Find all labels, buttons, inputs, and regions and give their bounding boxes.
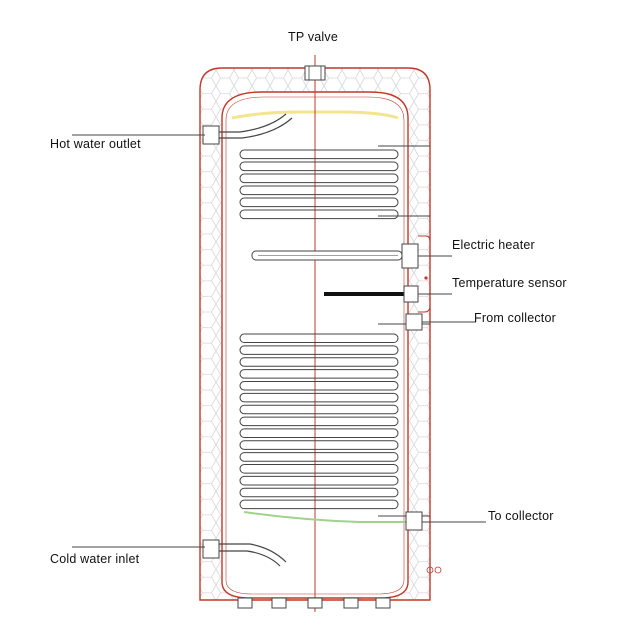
coil-turn [239, 369, 399, 379]
tank-feet [237, 597, 391, 609]
coil-turn [239, 357, 399, 367]
coil-turn [239, 464, 399, 474]
coil-turn [239, 392, 399, 403]
coil-turn [239, 149, 399, 160]
to-collector-fitting [243, 511, 423, 531]
label-cold-water-inlet: Cold water inlet [50, 552, 140, 566]
coil-turn [239, 173, 399, 184]
hot-water-outlet-pipe [202, 113, 293, 145]
coil-turn [239, 209, 399, 220]
label-hot-water-outlet: Hot water outlet [50, 137, 141, 151]
drain-marker [426, 566, 442, 574]
coil-turn [239, 487, 399, 498]
coil-turn [239, 333, 399, 344]
coil-turn [239, 428, 399, 438]
tank-wall-inner [225, 96, 405, 595]
coil-turn [239, 404, 399, 415]
label-temperature-sensor: Temperature sensor [452, 276, 567, 290]
coil-turn [239, 475, 399, 486]
from-collector-fitting [405, 313, 423, 331]
coil-turn [239, 345, 399, 355]
electric-heater-element [251, 235, 431, 313]
coil-turn [239, 499, 399, 510]
coil-turn [239, 440, 399, 450]
upper-heat-exchanger-coil [239, 145, 430, 220]
label-to-collector: To collector [488, 509, 554, 523]
solar-heat-exchanger-coil [239, 323, 430, 517]
label-from-collector: From collector [474, 311, 556, 325]
tp-valve-fitting [304, 65, 326, 81]
coil-turn [239, 185, 399, 196]
coil-turn [239, 197, 399, 208]
coil-turn [239, 380, 399, 391]
cold-water-inlet-pipe [202, 539, 287, 567]
label-tp-valve: TP valve [288, 30, 339, 44]
hot-water-band [231, 110, 399, 120]
coil-turn [239, 161, 399, 172]
label-electric-heater: Electric heater [452, 238, 535, 252]
coil-turn [239, 452, 399, 462]
coil-turn [239, 416, 399, 427]
